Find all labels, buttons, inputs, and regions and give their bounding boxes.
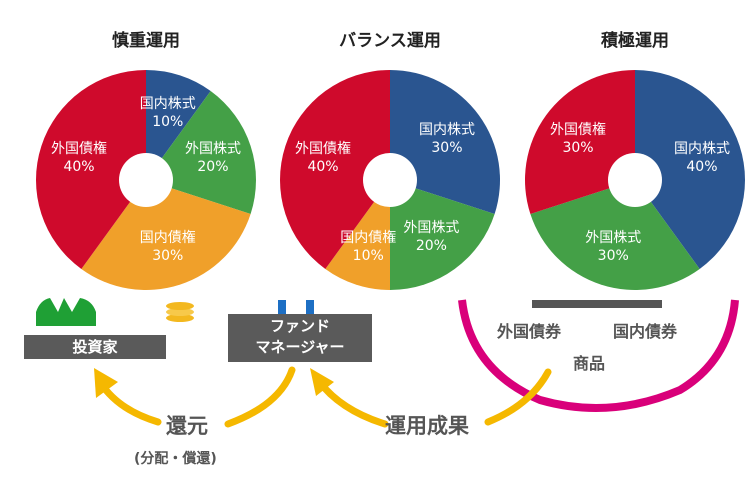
slice-value: 40% (63, 159, 95, 176)
pie-slice-foreign_bond (280, 70, 390, 269)
return-label: 還元 (166, 414, 208, 438)
pie-slice-foreign_bond (35, 70, 146, 269)
pie-title-cautious: 慎重運用 (112, 31, 180, 51)
slice-name: 外国債権 (51, 141, 108, 158)
investor-figure-icon (36, 298, 96, 326)
return-arrow-tail (224, 366, 296, 428)
slice-value: 40% (686, 159, 718, 176)
slice-name: 外国株式 (403, 219, 460, 236)
pie-chart (35, 70, 256, 290)
pie-slice-domestic_bond (81, 180, 251, 290)
pie-chart (525, 70, 745, 291)
arrow-head-icon (310, 368, 334, 396)
slice-name: 外国債権 (295, 141, 352, 158)
fund-manager-label: ファンド マネージャー (228, 314, 372, 362)
fund-manager-line1: ファンド (269, 317, 330, 335)
pie-slice-foreign_bond (525, 70, 635, 214)
pie-slice-domestic_stock (390, 70, 500, 214)
slice-value: 10% (352, 247, 384, 264)
slice-value: 30% (597, 247, 629, 264)
pie-slice-domestic_bond (325, 180, 390, 290)
foreign-bond-product: 外国債券 (497, 322, 562, 341)
result-label: 運用成果 (385, 414, 469, 438)
slice-value: 20% (415, 237, 447, 254)
pie-hole (363, 153, 417, 207)
slice-name: 国内株式 (418, 121, 475, 138)
pie-chart (280, 70, 500, 290)
fund-manager-line2: マネージャー (255, 338, 345, 356)
pie-slice-foreign_stock (530, 180, 700, 291)
slice-value: 30% (562, 139, 594, 156)
slice-name: 外国株式 (585, 229, 642, 246)
pie-slice-domestic_stock (146, 70, 211, 180)
pie-title-balanced: バランス運用 (339, 31, 441, 51)
pie-hole (119, 153, 173, 207)
slice-name: 外国債権 (550, 121, 607, 138)
slice-value: 20% (197, 159, 229, 176)
result-arrow-tail (484, 368, 552, 426)
slice-name: 外国株式 (184, 141, 241, 158)
product-label: 商品 (573, 354, 606, 373)
slice-name: 国内株式 (139, 96, 196, 113)
domestic-bond-product: 国内債券 (613, 322, 678, 341)
pie-slice-foreign_stock (390, 180, 495, 290)
pie-title-aggressive: 積極運用 (601, 31, 669, 51)
pie-hole (608, 153, 662, 207)
slice-value: 10% (152, 114, 184, 131)
slice-name: 国内債権 (340, 229, 397, 246)
pie-slice-foreign_stock (146, 91, 256, 214)
slice-value: 30% (431, 139, 463, 156)
pie-slice-domestic_stock (635, 70, 745, 269)
product-ring (458, 299, 739, 412)
manager-figure-icon (278, 300, 286, 316)
coins-icon (166, 302, 194, 322)
slice-name: 国内株式 (673, 141, 730, 158)
slice-name: 国内債権 (139, 229, 196, 246)
investor-label: 投資家 (24, 335, 166, 359)
return-sub-label: (分配・償還) (134, 451, 217, 467)
slice-value: 30% (152, 247, 184, 264)
slice-value: 40% (307, 159, 339, 176)
arrow-head-icon (94, 368, 118, 398)
